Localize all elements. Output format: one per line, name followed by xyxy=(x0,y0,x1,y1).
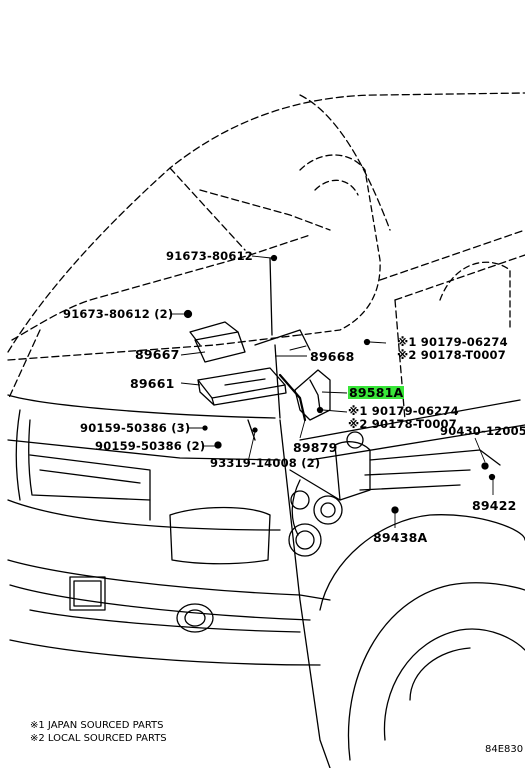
part-label-89661[interactable]: 89661 xyxy=(130,376,175,391)
part-label-90178-t0007-lower[interactable]: ※2 90178-T0007 xyxy=(348,417,457,431)
part-label-90430-12005[interactable]: 90430-12005 xyxy=(440,424,525,438)
note-local-sourced: ※2 LOCAL SOURCED PARTS xyxy=(30,733,167,744)
part-label-89667[interactable]: 89667 xyxy=(135,347,180,362)
part-label-90159-50386-qty2[interactable]: 90159-50386 (2) xyxy=(95,439,206,453)
part-label-90178-t0007-upper[interactable]: ※2 90178-T0007 xyxy=(397,348,506,362)
part-label-93319-14008[interactable]: 93319-14008 (2) xyxy=(210,456,321,470)
part-label-89879[interactable]: 89879 xyxy=(293,440,338,455)
part-label-89438a[interactable]: 89438A xyxy=(373,530,428,545)
part-label-91673-80612-qty2[interactable]: 91673-80612 (2) xyxy=(63,307,174,321)
part-label-89422[interactable]: 89422 xyxy=(472,498,517,513)
part-label-89668[interactable]: 89668 xyxy=(310,349,355,364)
diagram-code: 84E830 xyxy=(485,744,524,755)
part-label-90159-50386-qty3[interactable]: 90159-50386 (3) xyxy=(80,421,191,435)
part-label-91673-80612[interactable]: 91673-80612 xyxy=(166,249,253,263)
part-label-89581a-highlighted[interactable]: 89581A xyxy=(348,385,405,400)
part-label-90179-06274-upper[interactable]: ※1 90179-06274 xyxy=(397,335,508,349)
part-label-90179-06274-lower[interactable]: ※1 90179-06274 xyxy=(348,404,459,418)
note-japan-sourced: ※1 JAPAN SOURCED PARTS xyxy=(30,720,164,731)
